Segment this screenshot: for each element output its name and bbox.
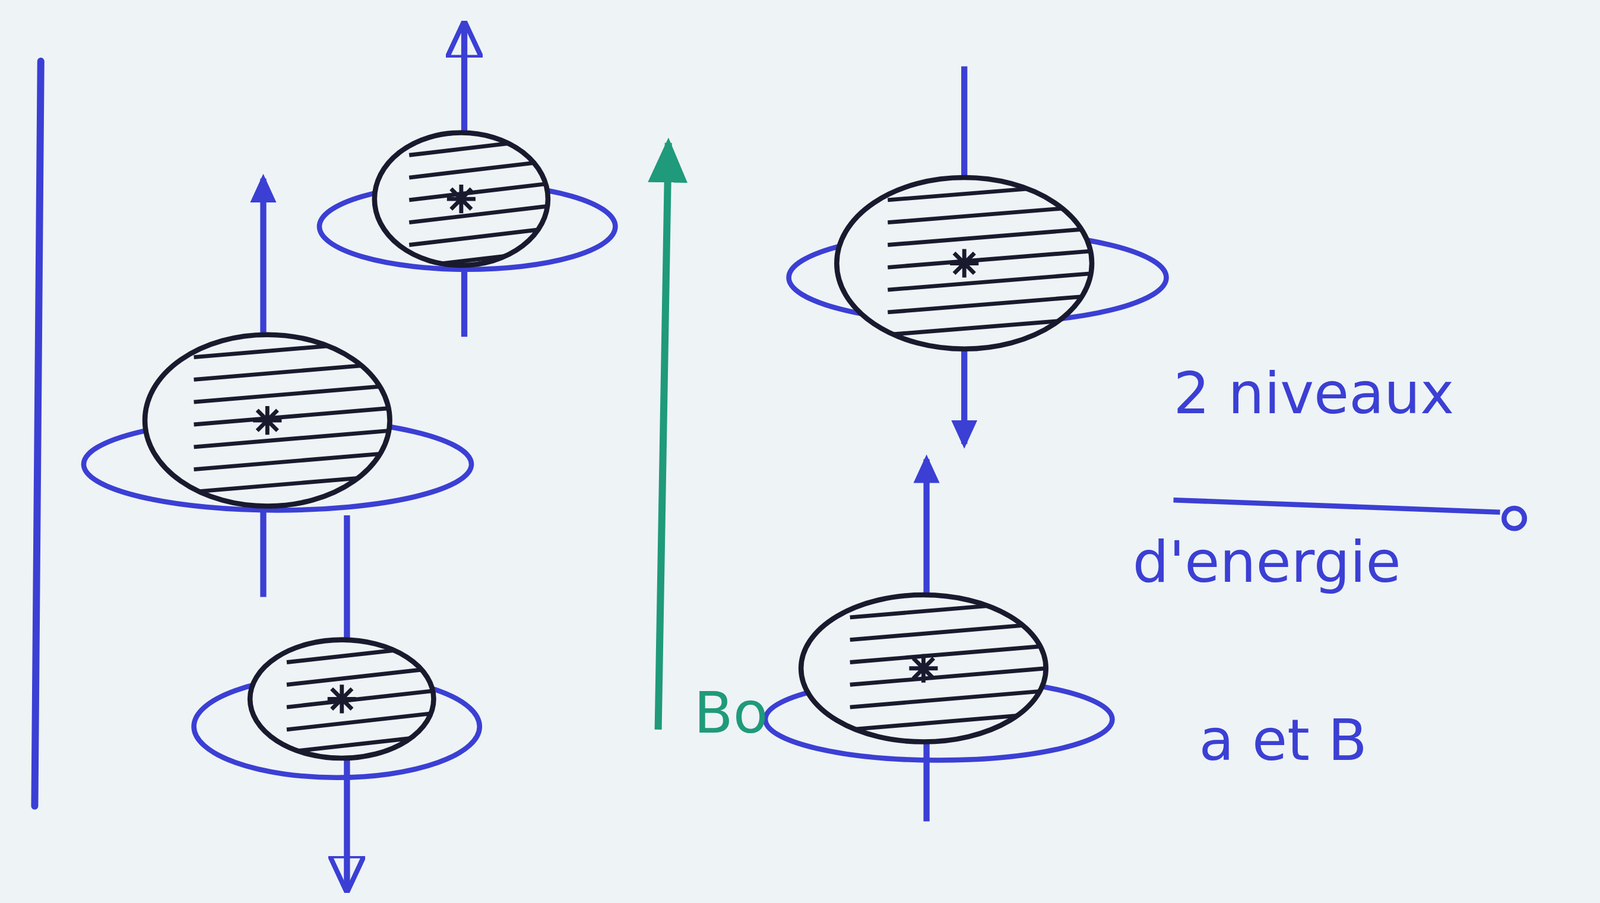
- spinning-nucleus: [194, 515, 480, 888]
- note-text: a et B: [1199, 709, 1368, 773]
- nucleus-body: [144, 334, 391, 507]
- note-text: 2 niveaux: [1173, 362, 1455, 426]
- nucleus-star: [327, 684, 357, 714]
- field-label: Bo: [694, 681, 769, 745]
- hatching: [286, 645, 434, 753]
- hatching: [194, 340, 391, 492]
- nucleus-body: [836, 177, 1092, 350]
- field-arrow: [658, 143, 669, 730]
- axis-line: [34, 61, 41, 807]
- nucleus-body: [374, 132, 548, 265]
- nucleus-body: [800, 594, 1047, 743]
- note-text: d'energie: [1132, 530, 1402, 594]
- spinning-nucleus: [765, 458, 1112, 822]
- spinning-nucleus: [319, 25, 616, 337]
- separator-line: [1173, 499, 1501, 513]
- hatching: [850, 600, 1047, 730]
- hatching: [887, 183, 1092, 335]
- nucleus-body: [249, 640, 434, 759]
- hatching: [409, 138, 548, 268]
- separator-dot: [1503, 508, 1525, 529]
- nucleus-star: [447, 184, 476, 214]
- nucleus-star: [949, 248, 979, 278]
- spinning-nucleus: [83, 178, 472, 598]
- spinning-nucleus: [789, 66, 1167, 445]
- nucleus-star: [252, 406, 282, 435]
- nucleus-star: [908, 654, 938, 683]
